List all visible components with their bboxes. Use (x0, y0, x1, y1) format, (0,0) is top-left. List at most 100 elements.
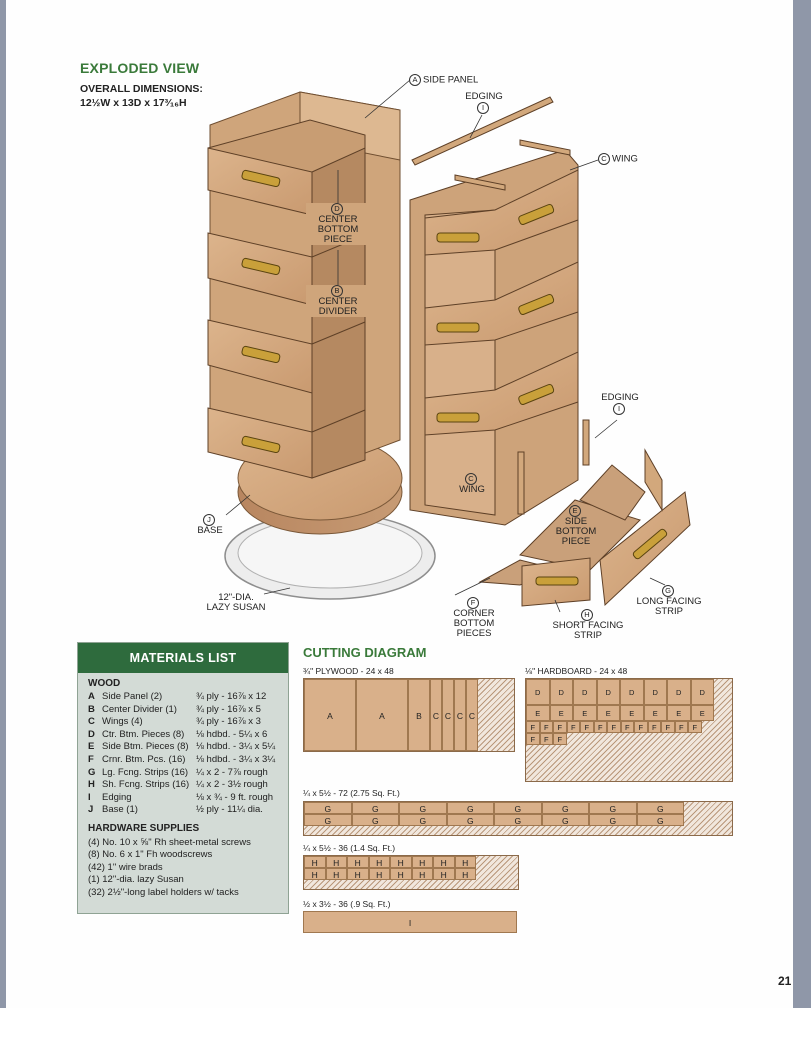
g-strip-piece: G (494, 802, 542, 814)
material-name: Base (1) (102, 804, 138, 816)
hardboard-piece-d: D (526, 679, 550, 705)
material-name: Sh. Fcng. Strips (16) (102, 779, 190, 791)
callout-line: PIECE (561, 536, 591, 547)
callout-letter: B (331, 285, 343, 297)
callout-line: CENTER (318, 296, 358, 307)
material-name: Side Panel (2) (102, 691, 163, 702)
i-stock-piece: I (303, 911, 517, 933)
hardboard-piece-e: E (549, 705, 573, 721)
material-key: B (88, 703, 95, 715)
hardboard-piece-d: D (596, 679, 620, 705)
material-name: Center Divider (1) (102, 703, 177, 715)
g-strip-piece: G (636, 814, 684, 826)
callout-letter: C (598, 153, 610, 165)
g-strip-piece: G (541, 802, 589, 814)
hardware-item: (42) 1" wire brads (88, 861, 163, 873)
i-stock-label: ½ x 3½ - 36 (.9 Sq. Ft.) (303, 899, 391, 909)
material-size: ½ ply - 11¼ dia. (196, 804, 263, 816)
hardware-item: (8) No. 6 x 1" Fh woodscrews (88, 849, 213, 861)
callout-line: PIECES (456, 628, 492, 639)
exploded-view-title: EXPLODED VIEW (80, 60, 200, 76)
overall-dimensions: OVERALL DIMENSIONS: 12½W x 13D x 17³⁄₁₆H (80, 82, 203, 110)
hardboard-piece-e: E (667, 705, 691, 721)
hardware-item: (32) 2½"-long label holders w/ tacks (88, 886, 239, 898)
scan-edge-left (0, 0, 6, 1008)
material-key: H (88, 779, 95, 791)
hardboard-piece-f: F (553, 733, 567, 745)
callout-letter: C (465, 473, 477, 485)
callout-letter: I (477, 102, 489, 114)
h-strip-piece: H (347, 856, 369, 868)
callout-letter: A (409, 74, 421, 86)
hardboard-piece-f: F (580, 721, 594, 733)
h-strip-piece: H (304, 868, 326, 880)
hardboard-piece-e: E (620, 705, 644, 721)
hardboard-piece-e: E (573, 705, 597, 721)
right-wing-rack (409, 149, 579, 526)
plywood-piece-b: B (408, 679, 430, 751)
exploded-view-illustration (207, 79, 691, 613)
g-strip-piece: G (589, 802, 637, 814)
hardware-item: (4) No. 10 x ⅝" Rh sheet-metal screws (88, 837, 251, 848)
hardboard-piece-f: F (661, 721, 675, 733)
hardboard-piece-f: F (539, 721, 553, 733)
plywood-piece-c: C (442, 679, 454, 751)
h-strip-piece: H (368, 856, 390, 868)
callout-line: LAZY SUSAN (206, 602, 266, 613)
h-strip-piece: H (390, 868, 412, 880)
h-strip-piece: H (411, 856, 433, 868)
h-strip-piece: H (325, 856, 347, 868)
g-strip-piece: G (399, 814, 447, 826)
g-strip-piece: G (541, 814, 589, 826)
hardboard-piece-d: D (573, 679, 597, 705)
plywood-piece-c: C (430, 679, 442, 751)
material-size: ¾ ply - 16⅞ x 5 (196, 703, 261, 715)
h-strip-piece: H (304, 856, 326, 868)
material-size: ⅛ x ¾ - 9 ft. rough (196, 791, 274, 803)
h-strip-piece: H (390, 856, 412, 868)
material-key: I (88, 791, 91, 803)
hardboard-piece-f: F (607, 721, 621, 733)
hardboard-piece-f: F (674, 721, 688, 733)
material-row: B Center Divider (1) ¾ ply - 16⅞ x 5 (88, 704, 283, 716)
h-strip-piece: H (454, 856, 476, 868)
hardboard-piece-f: F (620, 721, 634, 733)
material-size: ⅛ hdbd. - 3¼ x 5¼ (196, 741, 276, 753)
callout-letter: E (569, 505, 581, 517)
scan-edge-right (793, 0, 811, 1008)
callout-text: EDGING (601, 392, 639, 403)
hardboard-piece-f: F (593, 721, 607, 733)
hardboard-piece-f: F (647, 721, 661, 733)
callout-letter: F (467, 597, 479, 609)
hardboard-piece-f: F (526, 733, 540, 745)
callout-line: BOTTOM (317, 224, 359, 235)
callout-letter: D (331, 203, 343, 215)
callout-lazy-susan: 12"-DIA.LAZY SUSAN (205, 593, 267, 613)
callout-line: PIECE (323, 234, 353, 245)
material-key: C (88, 716, 95, 728)
g-strip-piece: G (304, 802, 352, 814)
h-stock-label: ¼ x 5½ - 36 (1.4 Sq. Ft.) (303, 843, 396, 853)
material-name: Wings (4) (102, 716, 143, 728)
material-name: Edging (102, 791, 132, 803)
hardboard-piece-f: F (688, 721, 702, 733)
plywood-piece-c: C (466, 679, 478, 751)
hardware-item: (1) 12"-dia. lazy Susan (88, 874, 184, 886)
callout-text: WING (459, 484, 485, 495)
